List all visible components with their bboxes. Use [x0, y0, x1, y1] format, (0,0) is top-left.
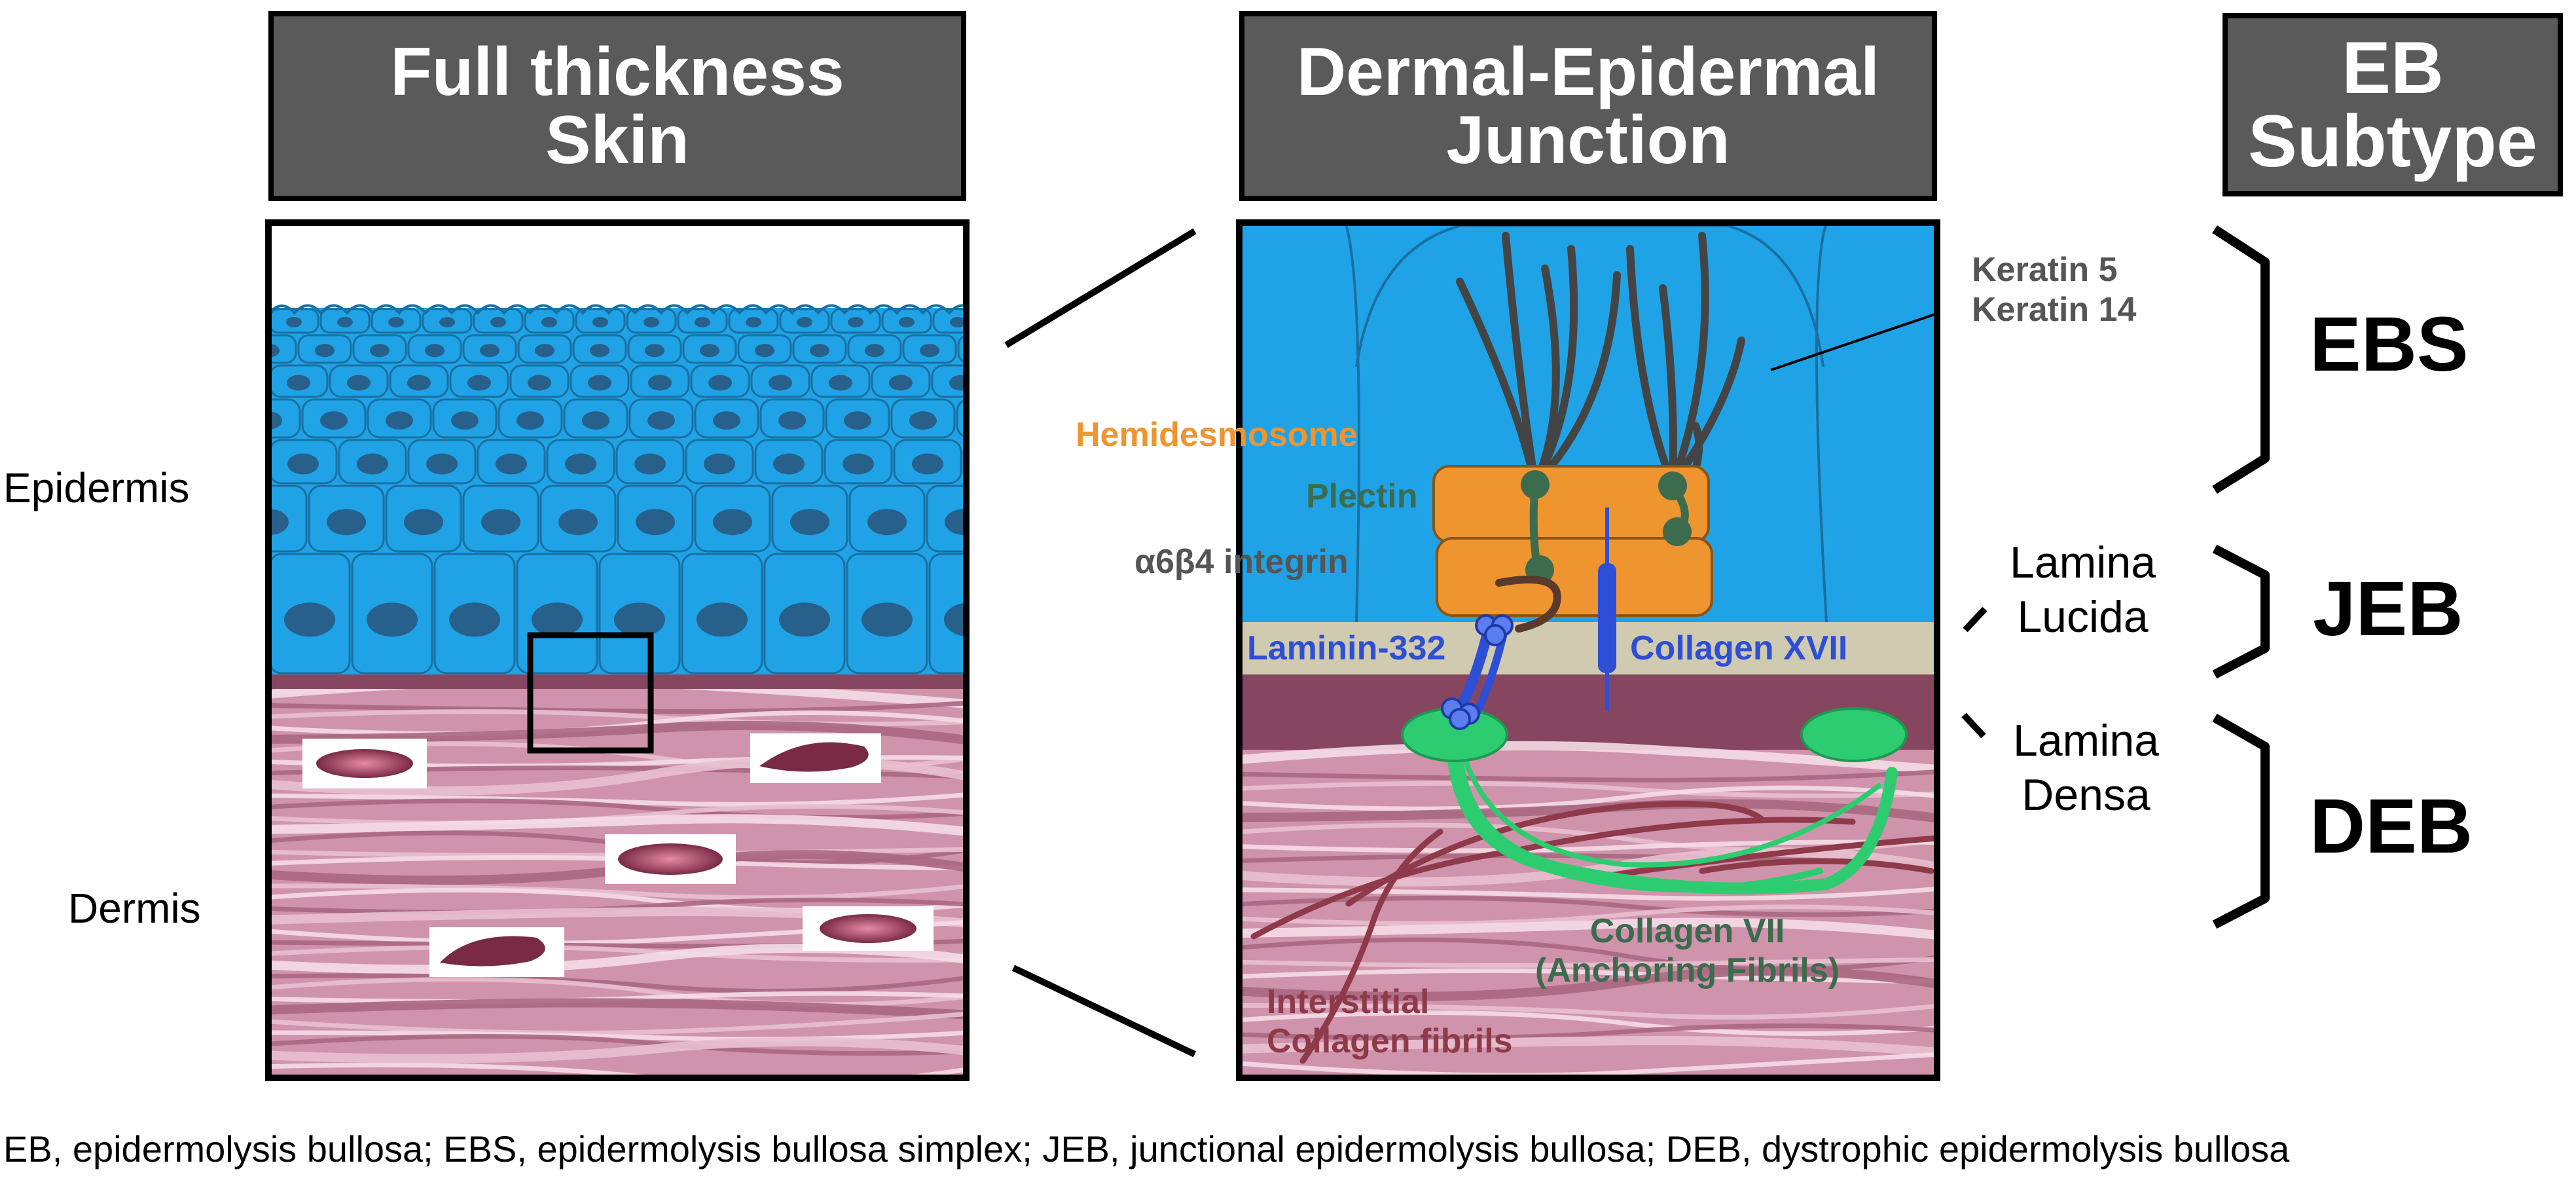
densa-pointer: [1961, 712, 1986, 739]
label-hemidesmosome: Hemidesmosome: [1076, 416, 1358, 454]
subtype-deb: DEB: [2310, 783, 2473, 870]
label-integrin: α6β4 integrin: [1134, 543, 1349, 581]
label-interstitial-collagen: Interstitial Collagen fibrils: [1267, 982, 1513, 1061]
dej-panel-frame: [1236, 219, 1940, 1081]
label-dermis: Dermis: [68, 885, 201, 932]
label-keratin-14: Keratin 14: [1972, 291, 2137, 329]
header-dej-line2: Junction: [1446, 102, 1730, 178]
label-lamina-lucida-line1: Lamina: [2010, 538, 2156, 587]
lamina-lucida-band: [1239, 622, 1937, 674]
label-epidermis: Epidermis: [3, 464, 190, 511]
label-lamina-lucida: Lamina Lucida: [2010, 536, 2156, 644]
interstitial-collagen-fibrils: [1250, 801, 1937, 1064]
anchoring-fibrils: [1447, 747, 1898, 894]
dej-panel-art: [1239, 223, 1937, 1078]
laminin-332: [1441, 614, 1514, 730]
header-eb-subtype-line1: EB: [2342, 27, 2444, 109]
header-dej-line1: Dermal-Epidermal: [1296, 34, 1880, 110]
label-keratin: Keratin 5 Keratin 14: [1972, 250, 2136, 331]
label-interstitial-line2: Collagen fibrils: [1267, 1022, 1513, 1061]
label-lamina-densa-line2: Densa: [2022, 769, 2150, 820]
plectin-molecules: [1521, 470, 1692, 584]
keratin-filaments: [1456, 232, 1745, 528]
lucida-pointer: [1963, 606, 1987, 633]
subtype-ebs: EBS: [2310, 301, 2469, 388]
basement-membrane-left: [268, 674, 966, 689]
label-laminin-332: Laminin-332: [1247, 629, 1446, 667]
deb-bracket: [2212, 713, 2270, 929]
skin-panel-art: [268, 223, 966, 1078]
zoom-box: [527, 632, 654, 754]
anchoring-plaques: [1401, 707, 1908, 762]
header-dermal-epidermal-junction: Dermal-Epidermal Junction: [1239, 11, 1937, 201]
label-lamina-lucida-line2: Lucida: [2017, 591, 2149, 642]
label-lamina-densa-line1: Lamina: [2013, 716, 2160, 765]
label-collagen-vii-line2: (Anchoring Fibrils): [1535, 951, 1840, 990]
collagen-xvii: [1598, 507, 1616, 710]
zoom-line-top: [1004, 228, 1197, 348]
header-full-thickness-line2: Skin: [545, 102, 689, 178]
header-eb-subtype-line2: Subtype: [2248, 100, 2537, 182]
zoom-line-bottom: [1011, 965, 1197, 1058]
label-plectin: Plectin: [1306, 477, 1418, 515]
jeb-bracket: [2212, 544, 2270, 679]
header-full-thickness-skin: Full thickness Skin: [268, 11, 966, 201]
label-keratin-5: Keratin 5: [1972, 251, 2118, 289]
header-eb-subtype: EB Subtype: [2222, 13, 2563, 196]
label-interstitial-line1: Interstitial: [1267, 983, 1430, 1021]
skin-panel-frame: [265, 219, 970, 1081]
hemidesmosome-plaques: [1432, 465, 1713, 617]
epidermis-cells: [268, 304, 966, 676]
subtype-jeb: JEB: [2313, 566, 2463, 652]
label-lamina-densa: Lamina Densa: [2013, 714, 2159, 822]
ebs-bracket: [2212, 225, 2270, 494]
label-collagen-xvii: Collagen XVII: [1630, 629, 1848, 667]
header-full-thickness-line1: Full thickness: [390, 34, 844, 110]
subtype-brackets: [2212, 225, 2270, 929]
integrin-alpha6beta4: [1495, 576, 1561, 633]
fibroblasts: [302, 733, 934, 977]
footnote-abbreviations: EB, epidermolysis bullosa; EBS, epidermo…: [3, 1128, 2290, 1170]
label-collagen-vii: Collagen VII (Anchoring Fibrils): [1535, 912, 1840, 991]
label-collagen-vii-line1: Collagen VII: [1589, 912, 1785, 950]
keratin-leader-line: [1770, 312, 1937, 371]
